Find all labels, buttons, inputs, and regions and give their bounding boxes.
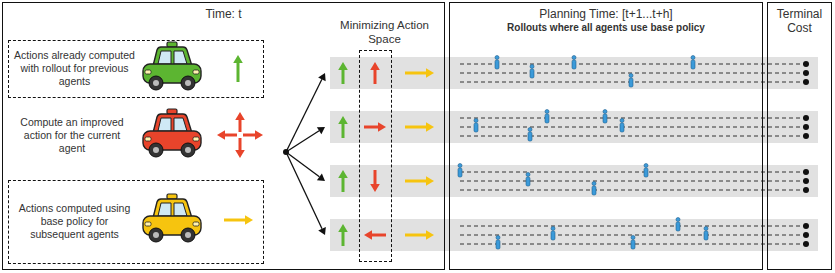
pedestrian-icon: [495, 56, 499, 70]
arrow: [338, 224, 348, 246]
trajectory-line: [460, 64, 805, 65]
terminal-cost-panel: Terminal Cost: [767, 2, 832, 270]
pedestrian-icon: [526, 173, 530, 187]
trajectory-line: [460, 118, 805, 119]
arrow: [364, 230, 386, 240]
pedestrian-icon: [704, 227, 708, 241]
pedestrian-icon: [629, 74, 633, 88]
trajectory-line: [460, 181, 805, 182]
car-icon: [143, 109, 201, 157]
pedestrian-icon: [676, 218, 680, 232]
pedestrian-icon: [644, 164, 648, 178]
arrow: [405, 68, 434, 78]
arrow: [286, 152, 326, 235]
terminal-dot: [803, 124, 809, 130]
pedestrian-icon: [631, 236, 635, 250]
arrow: [338, 62, 348, 84]
terminal-dot: [803, 232, 809, 238]
terminal-dot: [803, 79, 809, 85]
action-space-box: Minimizing Action Space: [330, 18, 440, 264]
terminal-dot: [803, 187, 809, 193]
trajectory-line: [460, 136, 805, 137]
arrow: [217, 130, 237, 140]
terminal-dot: [803, 178, 809, 184]
arrow: [405, 230, 434, 240]
terminal-dot: [803, 70, 809, 76]
trajectory-line: [460, 73, 805, 74]
rollout-band: [330, 219, 818, 251]
arrow: [286, 127, 325, 152]
pedestrian-icon: [620, 119, 624, 133]
planning-panel: Planning Time: [t+1...t+h]Rollouts where…: [449, 2, 763, 270]
terminal-dot: [803, 169, 809, 175]
rollout-band: [330, 111, 818, 143]
panel-heading: Minimizing Action Space: [330, 18, 440, 46]
panel-heading: Planning Time: [t+1...t+h]: [450, 3, 762, 21]
box-text: Actions computed using base policy for s…: [13, 202, 137, 241]
panel-heading: Time: t: [3, 3, 444, 21]
arrow: [233, 55, 243, 82]
pedestrian-icon: [496, 236, 500, 250]
pedestrian-icon: [474, 119, 478, 133]
subsequent-agents-box: Actions computed using base policy for s…: [8, 180, 264, 264]
pedestrian-icon: [603, 110, 607, 124]
dashed-frame: [359, 50, 392, 262]
pedestrian-icon: [572, 56, 576, 70]
note-text: Compute an improved action for the curre…: [10, 106, 134, 164]
arrow: [235, 138, 245, 158]
terminal-dot: [803, 223, 809, 229]
arrow: [405, 122, 434, 132]
rollout-band: [330, 165, 818, 197]
box-text: Actions already computed with rollout fo…: [13, 49, 137, 88]
panel-subheading: Rollouts where all agents use base polic…: [450, 21, 762, 35]
arrow: [370, 62, 380, 84]
arrow: [235, 112, 245, 132]
pedestrian-icon: [528, 128, 532, 142]
arrow: [224, 215, 253, 225]
arrow: [370, 170, 380, 192]
arrow: [286, 73, 326, 152]
pedestrian-icon: [530, 65, 534, 79]
trajectory-line: [460, 190, 805, 191]
arrow: [364, 122, 386, 132]
pedestrian-icon: [691, 56, 695, 70]
pedestrian-icon: [592, 182, 596, 196]
pedestrian-icon: [545, 110, 549, 124]
arrow: [243, 130, 263, 140]
arrow: [405, 176, 434, 186]
arrow: [338, 116, 348, 138]
panel-heading: Terminal Cost: [768, 3, 831, 35]
trajectory-line: [460, 172, 805, 173]
arrow: [286, 152, 325, 181]
terminal-dot: [803, 241, 809, 247]
terminal-dot: [803, 133, 809, 139]
pedestrian-icon: [458, 164, 462, 178]
rollout-band: [330, 57, 818, 89]
trajectory-line: [460, 226, 805, 227]
trajectory-line: [460, 127, 805, 128]
pedestrian-icon: [551, 227, 555, 241]
junction-dot: [283, 149, 289, 155]
terminal-dot: [803, 115, 809, 121]
terminal-dot: [803, 61, 809, 67]
car-icon: [143, 42, 201, 90]
car-icon: [143, 194, 201, 242]
previous-agents-box: Actions already computed with rollout fo…: [8, 40, 264, 98]
arrow: [338, 170, 348, 192]
